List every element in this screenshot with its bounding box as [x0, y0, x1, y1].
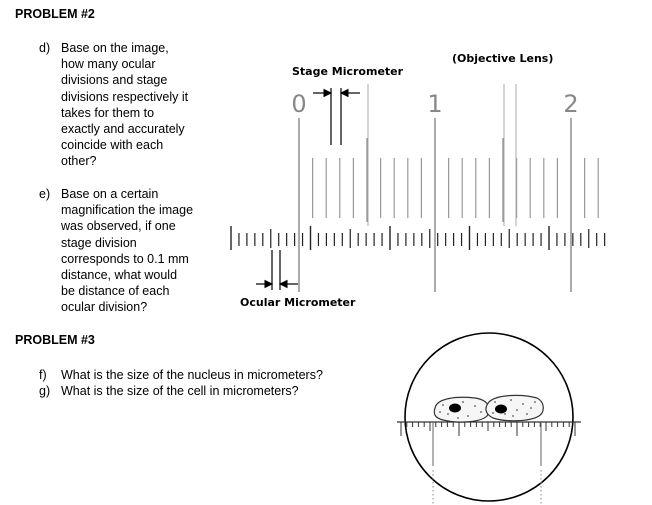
question-d-line: exactly and accurately: [61, 122, 185, 137]
question-e-line: stage division: [61, 235, 137, 250]
question-e-label: e): [39, 187, 51, 201]
question-d-line: coincide with each: [61, 138, 164, 153]
granule-dot: [447, 413, 449, 415]
question-d-line: how many ocular: [61, 57, 156, 72]
ocular-micrometer-label: Ocular Micrometer: [240, 296, 356, 309]
question-e-line: be distance of each: [61, 284, 170, 299]
question-e-text: Base on a certain magnification the imag…: [61, 186, 193, 316]
nucleus-right: [495, 404, 507, 414]
scale-number-2: 2: [563, 90, 578, 118]
question-e-line: magnification the image: [61, 203, 194, 218]
granule-dot: [442, 404, 444, 406]
granule-dot: [526, 413, 528, 415]
problem3-heading: PROBLEM #3: [15, 333, 95, 347]
ocular-division-arrows: [256, 250, 298, 290]
cell-left: [433, 396, 490, 423]
cytoplasm-granules: [439, 399, 536, 419]
question-d-line: other?: [61, 154, 97, 169]
question-f-text: What is the size of the nucleus in micro…: [61, 368, 323, 382]
stage-micrometer-label: Stage Micrometer: [292, 65, 404, 78]
nucleus-left: [449, 403, 461, 413]
granule-dot: [492, 412, 494, 414]
question-g-text: What is the size of the cell in micromet…: [61, 384, 299, 398]
granule-dot: [516, 409, 518, 411]
question-d-label: d): [39, 41, 51, 55]
question-d-line: divisions respectively it: [61, 89, 189, 104]
granule-dot: [512, 415, 514, 417]
ocular-ruler: [397, 421, 581, 504]
scale-number-1: 1: [427, 90, 442, 118]
question-d-line: takes for them to: [61, 105, 155, 120]
question-e-line: Base on a certain: [61, 187, 159, 201]
granule-dot: [522, 403, 524, 405]
question-e-line: distance, what would: [61, 268, 178, 283]
scale-number-0: 0: [291, 90, 306, 118]
objective-lens-label: (Objective Lens): [452, 52, 554, 65]
stage-division-arrows: [313, 88, 360, 145]
microscope-field-figure: [397, 332, 581, 504]
granule-dot: [534, 401, 536, 403]
granule-dot: [494, 401, 496, 403]
ocular-micrometer-scale: [230, 226, 606, 250]
question-d-line: Base on the image,: [61, 41, 169, 55]
stage-micrometer-scale: [298, 84, 599, 292]
granule-dot: [462, 401, 464, 403]
question-e-line: ocular division?: [61, 300, 148, 315]
question-d-line: divisions and stage: [61, 73, 168, 88]
granule-dot: [457, 417, 459, 419]
granule-dot: [504, 413, 506, 415]
question-g-label: g): [39, 384, 51, 398]
field-of-view-circle: [404, 332, 574, 502]
problem2-heading: PROBLEM #2: [15, 7, 95, 21]
question-f-label: f): [39, 368, 47, 382]
granule-dot: [467, 415, 469, 417]
granule-dot: [480, 411, 482, 413]
granule-dot: [510, 399, 512, 401]
granule-dot: [439, 411, 441, 413]
granule-dot: [530, 407, 532, 409]
question-d-text: Base on the image, how many ocular divis…: [61, 40, 188, 170]
question-e-line: corresponds to 0.1 mm: [61, 251, 189, 266]
granule-dot: [474, 405, 476, 407]
cell-right: [485, 394, 544, 422]
question-e-line: was observed, if one: [61, 219, 176, 234]
